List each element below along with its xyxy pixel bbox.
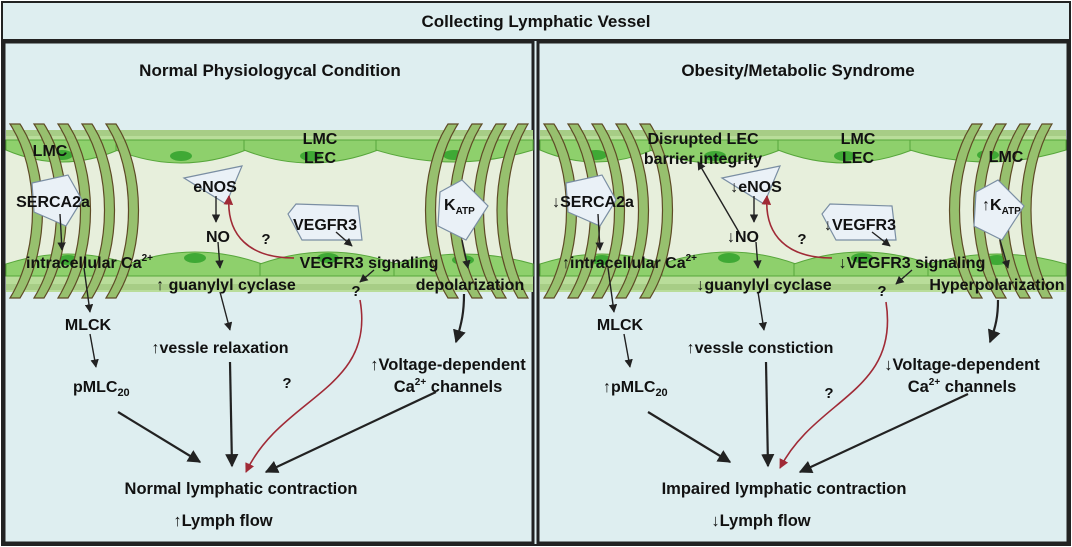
left-lec-label: LEC: [304, 150, 336, 167]
right-arrows: [595, 161, 1010, 473]
right-lmc-top-label: LMC: [841, 131, 876, 148]
left-depolarization-label: depolarization: [416, 277, 524, 294]
right-constriction-label: ↑vessle constiction: [687, 340, 834, 357]
left-voltage-label: ↑Voltage-dependent: [370, 356, 526, 374]
right-serca-label: ↓SERCA2a: [552, 194, 634, 211]
right-curve-question: ?: [824, 385, 833, 402]
right-heading: Obesity/Metabolic Syndrome: [681, 61, 914, 80]
right-intracellular-ca-label: ↑intracellular Ca2+: [562, 253, 697, 272]
right-channels-label: Ca2+ channels: [908, 377, 1017, 396]
right-lmc-bands-left: [542, 123, 674, 299]
left-vegfr3-signaling-label: VEGFR3 signaling: [300, 255, 439, 272]
right-barrier-label: barrier integrity: [644, 151, 762, 168]
right-mlck-label: MLCK: [597, 317, 644, 334]
left-pmlc-label: pMLC20: [73, 379, 130, 399]
right-katp-label: ↑KATP: [982, 197, 1021, 217]
left-curve-question: ?: [282, 375, 291, 392]
right-lmc-bands-right: [948, 123, 1054, 299]
left-katp-label: KATP: [444, 197, 475, 217]
left-no-question: ?: [261, 231, 270, 248]
right-red-arrows: [761, 195, 889, 469]
right-flow-label: ↓Lymph flow: [711, 512, 810, 530]
right-signal-question: ?: [877, 283, 886, 300]
right-hyperpolarization-label: Hyperpolarization: [929, 277, 1064, 294]
left-outcome-label: Normal lymphatic contraction: [125, 480, 358, 498]
right-voltage-label: ↓Voltage-dependent: [884, 356, 1040, 374]
title-bar: [1, 1, 1071, 41]
left-signal-question: ?: [351, 283, 360, 300]
left-intracellular-ca-label: intracellular Ca2+: [26, 253, 153, 272]
left-mlck-label: MLCK: [65, 317, 112, 334]
left-vegfr3-label: VEGFR3: [293, 217, 357, 234]
right-guanylyl-label: ↓guanylyl cyclase: [696, 277, 831, 294]
right-pmlc-label: ↑pMLC20: [603, 379, 668, 399]
left-serca-label: SERCA2a: [16, 194, 90, 211]
left-relaxation-label: ↑vessle relaxation: [152, 340, 289, 357]
figure-title: Collecting Lymphatic Vessel: [422, 12, 651, 31]
right-lec-label: LEC: [842, 150, 874, 167]
right-no-question: ?: [797, 231, 806, 248]
left-flow-label: ↑Lymph flow: [173, 512, 272, 530]
right-outcome-label: Impaired lymphatic contraction: [662, 480, 907, 498]
right-vegfr3-label: ↓VEGFR3: [824, 217, 896, 234]
left-lmc-side-label: LMC: [33, 143, 68, 160]
right-enos-label: ↓eNOS: [730, 179, 782, 196]
left-katp-receptor: [437, 179, 489, 241]
right-disrupted-label: Disrupted LEC: [647, 131, 759, 148]
right-lmc-side-label: LMC: [989, 149, 1024, 166]
left-heading: Normal Physiologycal Condition: [139, 61, 401, 80]
right-katp-receptor: [973, 179, 1025, 241]
right-enos-receptor: [720, 165, 781, 205]
left-enos-label: eNOS: [193, 179, 237, 196]
left-guanylyl-label: ↑ guanylyl cyclase: [156, 277, 296, 294]
left-lmc-top-label: LMC: [303, 131, 338, 148]
right-no-label: ↓NO: [727, 229, 759, 246]
left-arrows: [57, 196, 471, 473]
right-vegfr3-receptor: [821, 203, 897, 241]
left-lmc-bands-right: [424, 123, 530, 299]
right-serca-receptor: [565, 174, 617, 227]
left-enos-receptor: [182, 165, 243, 205]
left-serca-receptor: [31, 174, 83, 227]
right-vegfr3-signaling-label: ↓VEGFR3 signaling: [839, 255, 986, 272]
left-red-arrows: [223, 195, 363, 473]
left-vegfr3-receptor: [287, 203, 363, 241]
left-channels-label: Ca2+ channels: [394, 377, 503, 396]
left-no-label: NO: [206, 229, 230, 246]
